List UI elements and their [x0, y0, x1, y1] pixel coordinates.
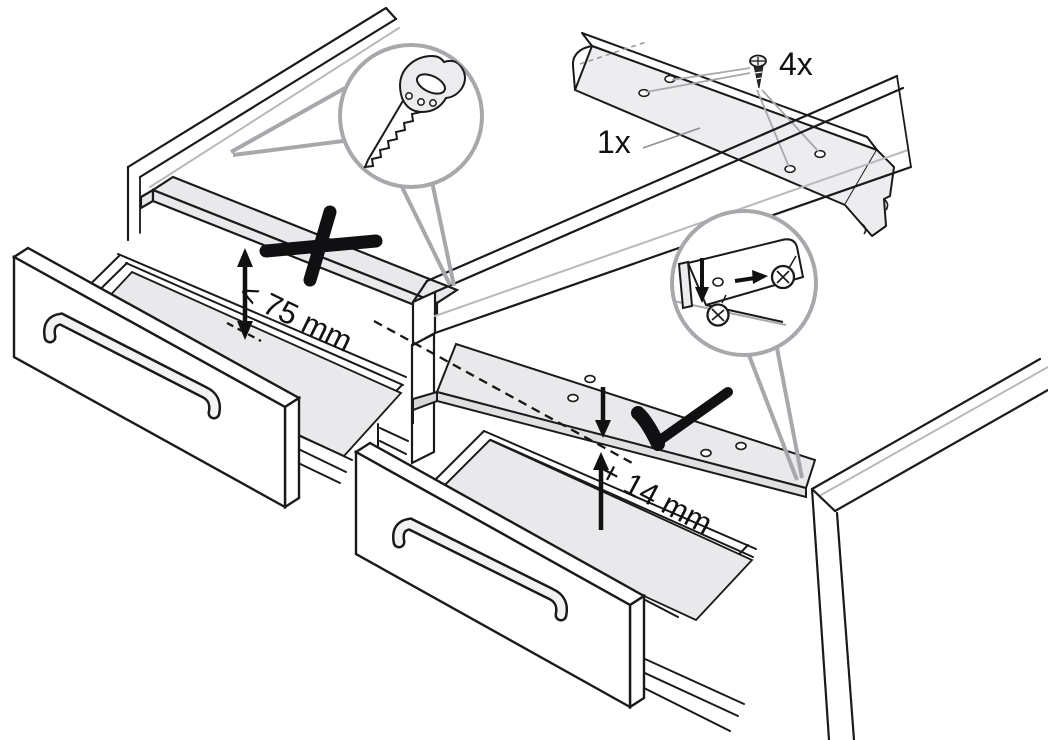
phillips-screw-head-icon: [770, 255, 797, 290]
rail-screw-holes: [567, 374, 747, 458]
rail-hook-tab: [412, 390, 438, 412]
down-arrow-icon: [595, 387, 611, 438]
right-top-beam: [411, 74, 913, 347]
left-drawer-front-panel: [11, 246, 302, 510]
alignment-dashed-lines: [226, 319, 635, 466]
handsaw-icon: [363, 54, 466, 169]
bracket-detail: [672, 238, 805, 327]
screw-quantity-label: 4x: [779, 46, 813, 82]
magnifier-saw-circle: [230, 43, 484, 287]
right-arrow-icon: [734, 270, 768, 284]
magnifier-bracket-circle: [670, 209, 818, 481]
right-drawer-slides: [631, 647, 745, 732]
screw-leader-lines: [645, 67, 820, 168]
right-mounted-rail: [412, 342, 817, 499]
right-drawer: [353, 430, 757, 732]
up-arrow-icon: [593, 452, 609, 530]
right-drawer-handle: [392, 517, 568, 622]
bracket-quantity-label: 1x: [597, 124, 631, 160]
left-drawer: [11, 246, 407, 510]
right-drawer-front-panel: [353, 441, 647, 710]
left-drawer-handle: [43, 312, 221, 420]
double-vertical-arrow-icon: [237, 248, 253, 340]
down-arrow-icon: [695, 258, 709, 303]
checkmark-icon: [631, 387, 733, 451]
bracket-leader-line: [642, 127, 701, 149]
prohibited-x-icon: [259, 205, 383, 287]
bracket-part: [571, 32, 895, 237]
phillips-screw-head-icon: [706, 294, 730, 327]
right-cabinet: [810, 357, 1048, 740]
screw-icon: [749, 54, 767, 89]
